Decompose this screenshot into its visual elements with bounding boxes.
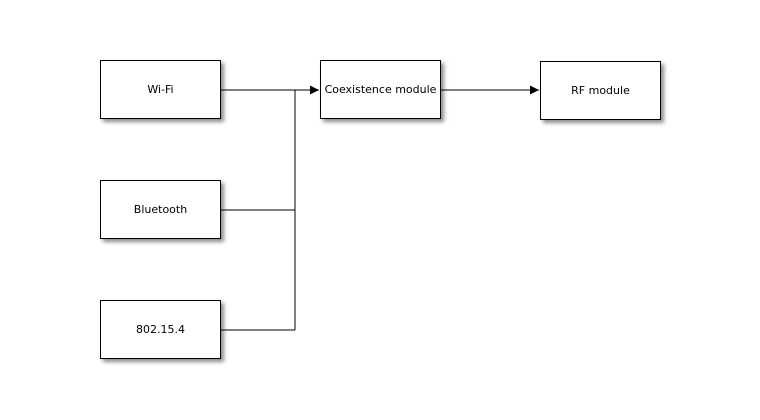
node-coexistence-module: Coexistence module: [320, 60, 441, 119]
node-coexistence-module-label: Coexistence module: [324, 83, 437, 96]
node-wifi-label: Wi-Fi: [147, 83, 174, 96]
node-802-15-4-label: 802.15.4: [136, 323, 185, 336]
node-wifi: Wi-Fi: [100, 60, 221, 119]
node-802-15-4: 802.15.4: [100, 300, 221, 359]
node-bluetooth: Bluetooth: [100, 180, 221, 239]
node-rf-module: RF module: [540, 61, 661, 120]
node-bluetooth-label: Bluetooth: [133, 203, 188, 216]
node-rf-module-label: RF module: [571, 84, 630, 97]
